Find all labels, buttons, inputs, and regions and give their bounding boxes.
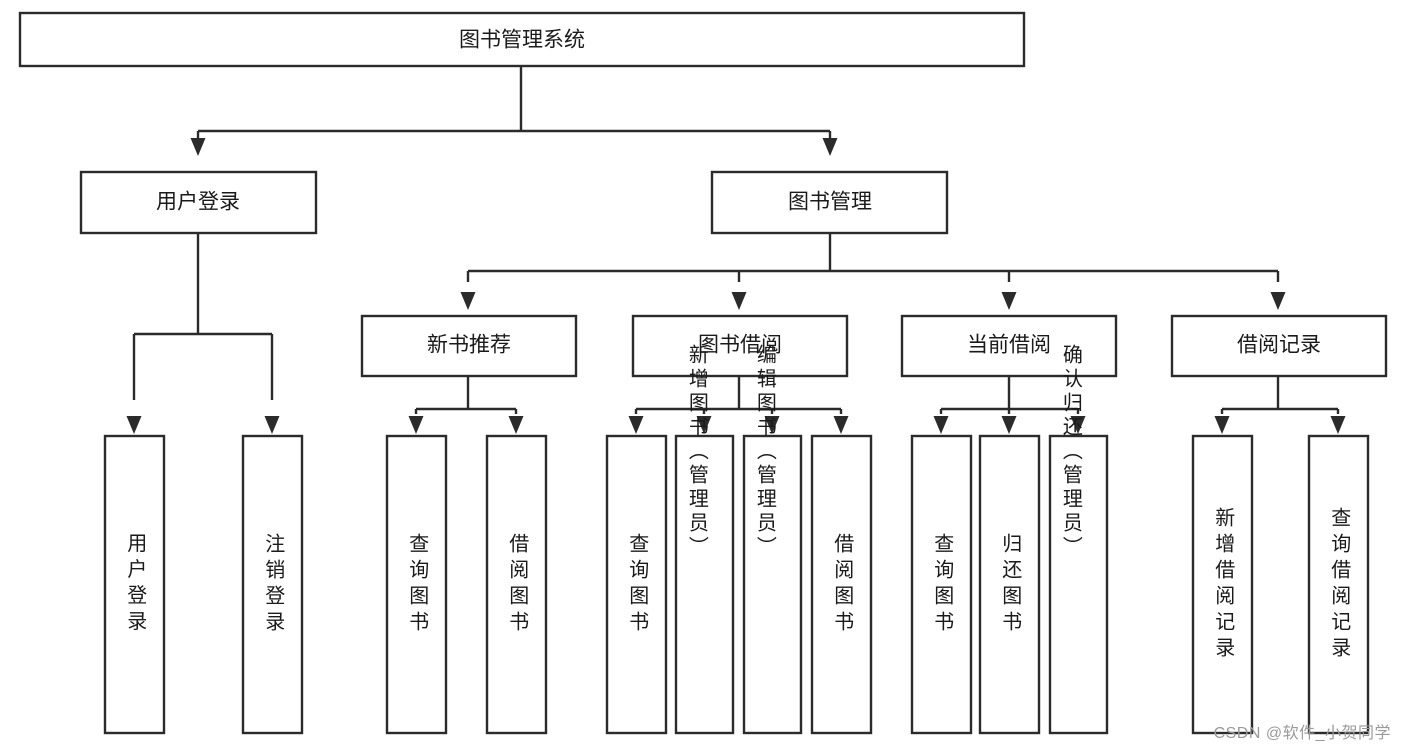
leaf-user-login-login[interactable]: 用户登录 [103, 434, 166, 735]
leaf-bookborrow-borrow-book-box[interactable] [810, 434, 873, 735]
leaf-user-login-logout-label: 注销登录 [262, 532, 285, 636]
leaf-bookborrow-query-book-label: 查询图书 [626, 532, 649, 636]
leaf-currentborrow-return-book-label: 归还图书 [999, 532, 1022, 636]
node-root[interactable]: 图书管理系统 [18, 11, 1026, 68]
node-borrow-records-box[interactable] [1170, 314, 1388, 378]
node-book-borrow[interactable]: 图书借阅 [631, 314, 849, 378]
arrowhead-to-current-borrow [1001, 292, 1017, 310]
leaf-newbook-query-book[interactable]: 查询图书 [385, 434, 448, 735]
arrowhead-login-leaf-1 [126, 416, 142, 434]
leaf-user-login-logout[interactable]: 注销登录 [241, 434, 304, 735]
node-borrow-records-label: 借阅记录 [1237, 334, 1321, 357]
arrowhead-to-user-login [190, 138, 206, 156]
node-new-book-recommend-label: 新书推荐 [427, 334, 511, 357]
node-new-book-recommend-box[interactable] [360, 314, 578, 378]
node-new-book-recommend[interactable]: 新书推荐 [360, 314, 578, 378]
arrowhead-records-leaf-2 [1330, 416, 1346, 434]
leaf-bookborrow-borrow-book-label: 借阅图书 [831, 532, 854, 636]
node-user-login-label: 用户登录 [156, 191, 240, 214]
arrowhead-bookborrow-leaf-4 [833, 416, 849, 434]
arrowhead-to-borrow-records [1270, 292, 1286, 310]
leaf-user-login-login-box[interactable] [103, 434, 166, 735]
leaf-currentborrow-query-book-box[interactable] [910, 434, 973, 735]
connector-group [126, 66, 1346, 434]
leaf-newbook-borrow-book[interactable]: 借阅图书 [485, 434, 548, 735]
leaf-bookborrow-add-book-label: 新增图书（管理员） [685, 344, 708, 560]
leaf-bookborrow-edit-book[interactable]: 编辑图书（管理员） [742, 344, 803, 735]
leaf-records-add-record[interactable]: 新增借阅记录 [1191, 434, 1254, 735]
leaf-currentborrow-query-book-label: 查询图书 [931, 532, 954, 636]
leaf-records-query-record-label: 查询借阅记录 [1328, 507, 1351, 663]
leaf-bookborrow-query-book-box[interactable] [605, 434, 668, 735]
node-current-borrow[interactable]: 当前借阅 [900, 314, 1118, 378]
leaf-user-login-logout-box[interactable] [241, 434, 304, 735]
leaf-newbook-borrow-book-box[interactable] [485, 434, 548, 735]
arrowhead-newbook-leaf-2 [508, 416, 524, 434]
leaf-newbook-borrow-book-label: 借阅图书 [506, 532, 529, 636]
node-user-login-box[interactable] [79, 170, 318, 235]
arrowhead-to-new-book [460, 292, 476, 310]
node-book-borrow-label: 图书借阅 [698, 334, 782, 357]
leaf-currentborrow-confirm-return[interactable]: 确认归还（管理员） [1048, 344, 1109, 735]
arrowhead-login-leaf-2 [264, 416, 280, 434]
node-current-borrow-box[interactable] [900, 314, 1118, 378]
leaf-currentborrow-confirm-return-box[interactable] [1048, 434, 1109, 735]
leaf-bookborrow-add-book[interactable]: 新增图书（管理员） [674, 344, 735, 735]
arrowhead-bookborrow-leaf-1 [628, 416, 644, 434]
leaf-currentborrow-return-book-box[interactable] [978, 434, 1041, 735]
arrowhead-currentborrow-leaf-1 [933, 416, 949, 434]
node-root-box[interactable] [18, 11, 1026, 68]
leaf-records-add-record-label: 新增借阅记录 [1212, 507, 1235, 663]
leaf-bookborrow-edit-book-label: 编辑图书（管理员） [753, 344, 776, 560]
leaf-records-query-record[interactable]: 查询借阅记录 [1307, 434, 1370, 735]
leaf-currentborrow-confirm-return-label: 确认归还（管理员） [1059, 344, 1082, 560]
arrowhead-currentborrow-leaf-2 [1001, 416, 1017, 434]
leaf-bookborrow-borrow-book[interactable]: 借阅图书 [810, 434, 873, 735]
node-current-borrow-label: 当前借阅 [967, 334, 1051, 357]
node-book-management-box[interactable] [710, 170, 949, 235]
arrowhead-newbook-leaf-1 [408, 416, 424, 434]
arrowhead-records-leaf-1 [1214, 416, 1230, 434]
node-borrow-records[interactable]: 借阅记录 [1170, 314, 1388, 378]
leaf-bookborrow-add-book-box[interactable] [674, 434, 735, 735]
leaf-records-query-record-box[interactable] [1307, 434, 1370, 735]
leaf-newbook-query-book-label: 查询图书 [406, 532, 429, 636]
leaf-currentborrow-return-book[interactable]: 归还图书 [978, 434, 1041, 735]
node-root-label: 图书管理系统 [459, 29, 585, 52]
csdn-watermark: CSDN @软件_小贺同学 [1213, 725, 1391, 742]
leaf-records-add-record-box[interactable] [1191, 434, 1254, 735]
node-user-login[interactable]: 用户登录 [79, 170, 318, 235]
arrowhead-to-book-management [822, 138, 838, 156]
leaf-bookborrow-edit-book-box[interactable] [742, 434, 803, 735]
leaf-bookborrow-query-book[interactable]: 查询图书 [605, 434, 668, 735]
node-book-borrow-box[interactable] [631, 314, 849, 378]
node-book-management-label: 图书管理 [788, 191, 872, 214]
leaf-currentborrow-query-book[interactable]: 查询图书 [910, 434, 973, 735]
arrowhead-to-book-borrow [731, 292, 747, 310]
leaf-newbook-query-book-box[interactable] [385, 434, 448, 735]
leaf-user-login-login-label: 用户登录 [124, 533, 147, 637]
node-book-management[interactable]: 图书管理 [710, 170, 949, 235]
